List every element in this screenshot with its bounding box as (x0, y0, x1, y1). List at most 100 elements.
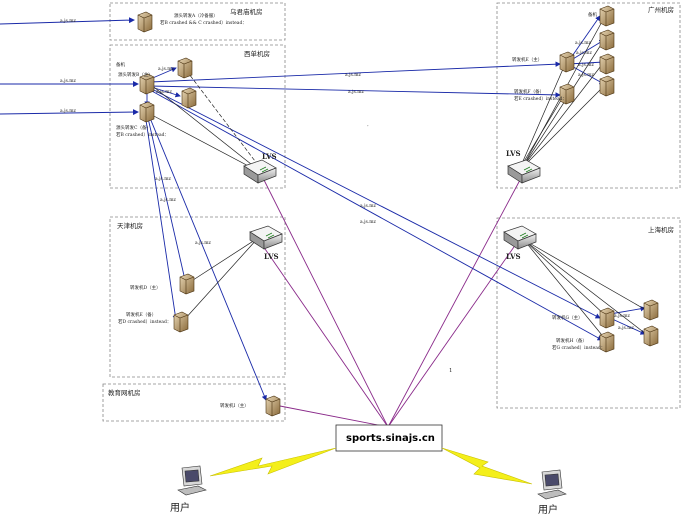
zhuque-server-label: 源头转发A（冷备服） (174, 12, 218, 19)
lvs-label-xidan: LVS (262, 152, 277, 161)
jy-server-label: 转发机I（主） (220, 402, 249, 409)
zhuque-server-sub: 若B crashed && C crashed）instead： (160, 19, 247, 26)
edge-label: a.js.mz (156, 89, 173, 95)
server-icon (181, 87, 197, 109)
link-b-sh-h (149, 89, 603, 341)
lvs-tj-2 (183, 237, 259, 321)
computer-icon (537, 469, 567, 500)
lvs-xidan-b (149, 83, 257, 169)
room-tianjin-box (109, 216, 286, 378)
domain-node[interactable]: sports.sinajs.cn (335, 424, 443, 452)
lightning-icon (209, 447, 337, 477)
link-b-gz-f (149, 85, 561, 98)
server-icon (599, 53, 615, 75)
xidan-backup-label: 备机 (116, 61, 125, 68)
edge-label: a.js.mz (345, 72, 362, 78)
user-label-right: 用户 (538, 503, 558, 516)
incoming-arrows (0, 17, 139, 116)
incoming-arrow-a (0, 17, 135, 25)
room-zhuque-label: 乌君庙机房 (230, 7, 263, 16)
edge-label-in-b: a.js.mz (60, 78, 77, 84)
computer-icon (177, 465, 207, 496)
server-icon (559, 83, 575, 105)
lvs-switch-icon (507, 159, 541, 184)
server-icon (599, 5, 615, 27)
domain-label: sports.sinajs.cn (346, 433, 435, 444)
user-label-left: 用户 (170, 501, 190, 514)
lvs-tj-1 (189, 237, 259, 283)
room-tianjin-label: 天津机房 (117, 221, 143, 230)
server-icon (599, 331, 615, 353)
mark-one: 1 (449, 368, 453, 374)
lvs-sh-2 (523, 239, 607, 341)
edge-label: a.js.mz (160, 197, 177, 203)
server-icon (173, 311, 189, 333)
xidan-secondary-sub: 若B crashed）instead： (116, 131, 169, 138)
link-c-tj-d (147, 117, 187, 281)
room-guangzhou-box (496, 2, 681, 189)
lvs-label-gz: LVS (506, 149, 521, 158)
domain-link-sh-lvs (387, 243, 517, 428)
sh-secondary-label: 转发机H（备） (556, 337, 587, 344)
domain-link-tj-lvs (262, 245, 389, 428)
gz-backup-label: 备机 (588, 11, 597, 18)
lvs-gz-6 (521, 85, 605, 169)
server-icon (177, 57, 193, 79)
edge-label: a.js.mz (614, 313, 631, 319)
server-icon (139, 101, 155, 123)
server-icon (599, 29, 615, 51)
lvs-xidan-c (149, 113, 257, 171)
edge-label: a.js.mz (576, 50, 593, 56)
user-right: 用户 (537, 469, 567, 516)
room-zhuque-box (109, 2, 286, 41)
gz-secondary-label: 转发机F（备） (514, 88, 544, 95)
edge-label-in-a: a.js.mz (60, 18, 77, 24)
server-icon (265, 395, 281, 417)
link-b-sh-g (149, 87, 601, 319)
server-icon (643, 299, 659, 321)
lvs-sh-1 (523, 239, 607, 317)
tj-secondary-label: 转发机E（备） (126, 311, 156, 318)
lvs-label-tj: LVS (264, 252, 279, 261)
server-icon (599, 307, 615, 329)
xidan-secondary-label: 源头转发C（备） (116, 124, 151, 131)
domain-link-gz-lvs (387, 179, 521, 428)
server-icon (137, 11, 153, 33)
domain-box[interactable] (335, 424, 443, 452)
server-icon (179, 273, 195, 295)
lvs-label-sh: LVS (506, 252, 521, 261)
lightning-icon (441, 447, 533, 485)
server-icon (559, 51, 575, 73)
distribution-links (144, 15, 646, 401)
edge-label: a.js.mz (360, 203, 377, 209)
lvs-xidan-dash (185, 69, 259, 166)
edge-label: a.js.mz (195, 240, 212, 246)
edge-label: a.js.mz (360, 219, 377, 225)
link-sh-g-out2 (609, 317, 646, 335)
domain-links (262, 179, 521, 428)
tj-primary-label: 转发机D（主） (130, 284, 161, 291)
room-guangzhou-label: 广州机房 (648, 5, 674, 14)
lvs-switch-icon (249, 225, 283, 250)
mark-dot: · (367, 124, 369, 130)
lvs-gz-4 (521, 39, 605, 169)
user-left: 用户 (170, 465, 207, 514)
room-xidan-label: 西单机房 (244, 49, 270, 58)
link-sh-g-out1 (609, 306, 646, 315)
lvs-gz-5 (521, 61, 605, 169)
lvs-sh-4 (523, 239, 647, 335)
edge-label: a.js.mz (575, 40, 592, 46)
domain-link-jy-server (279, 405, 389, 428)
server-icon (643, 325, 659, 347)
domain-link-xidan-lvs (263, 179, 389, 428)
lightning-bolts (209, 447, 533, 485)
edge-label: a.js.mz (578, 62, 595, 68)
edge-label-in-c: a.js.mz (60, 108, 77, 114)
lvs-gz-1 (519, 61, 567, 169)
edge-label: a.js.mz (348, 89, 365, 95)
incoming-arrow-c (0, 109, 139, 116)
room-jiaoyu-label: 教育网机房 (108, 388, 141, 397)
room-xidan-box (109, 44, 286, 189)
lvs-links (149, 17, 647, 341)
edge-label: a.js.mz (578, 72, 595, 78)
